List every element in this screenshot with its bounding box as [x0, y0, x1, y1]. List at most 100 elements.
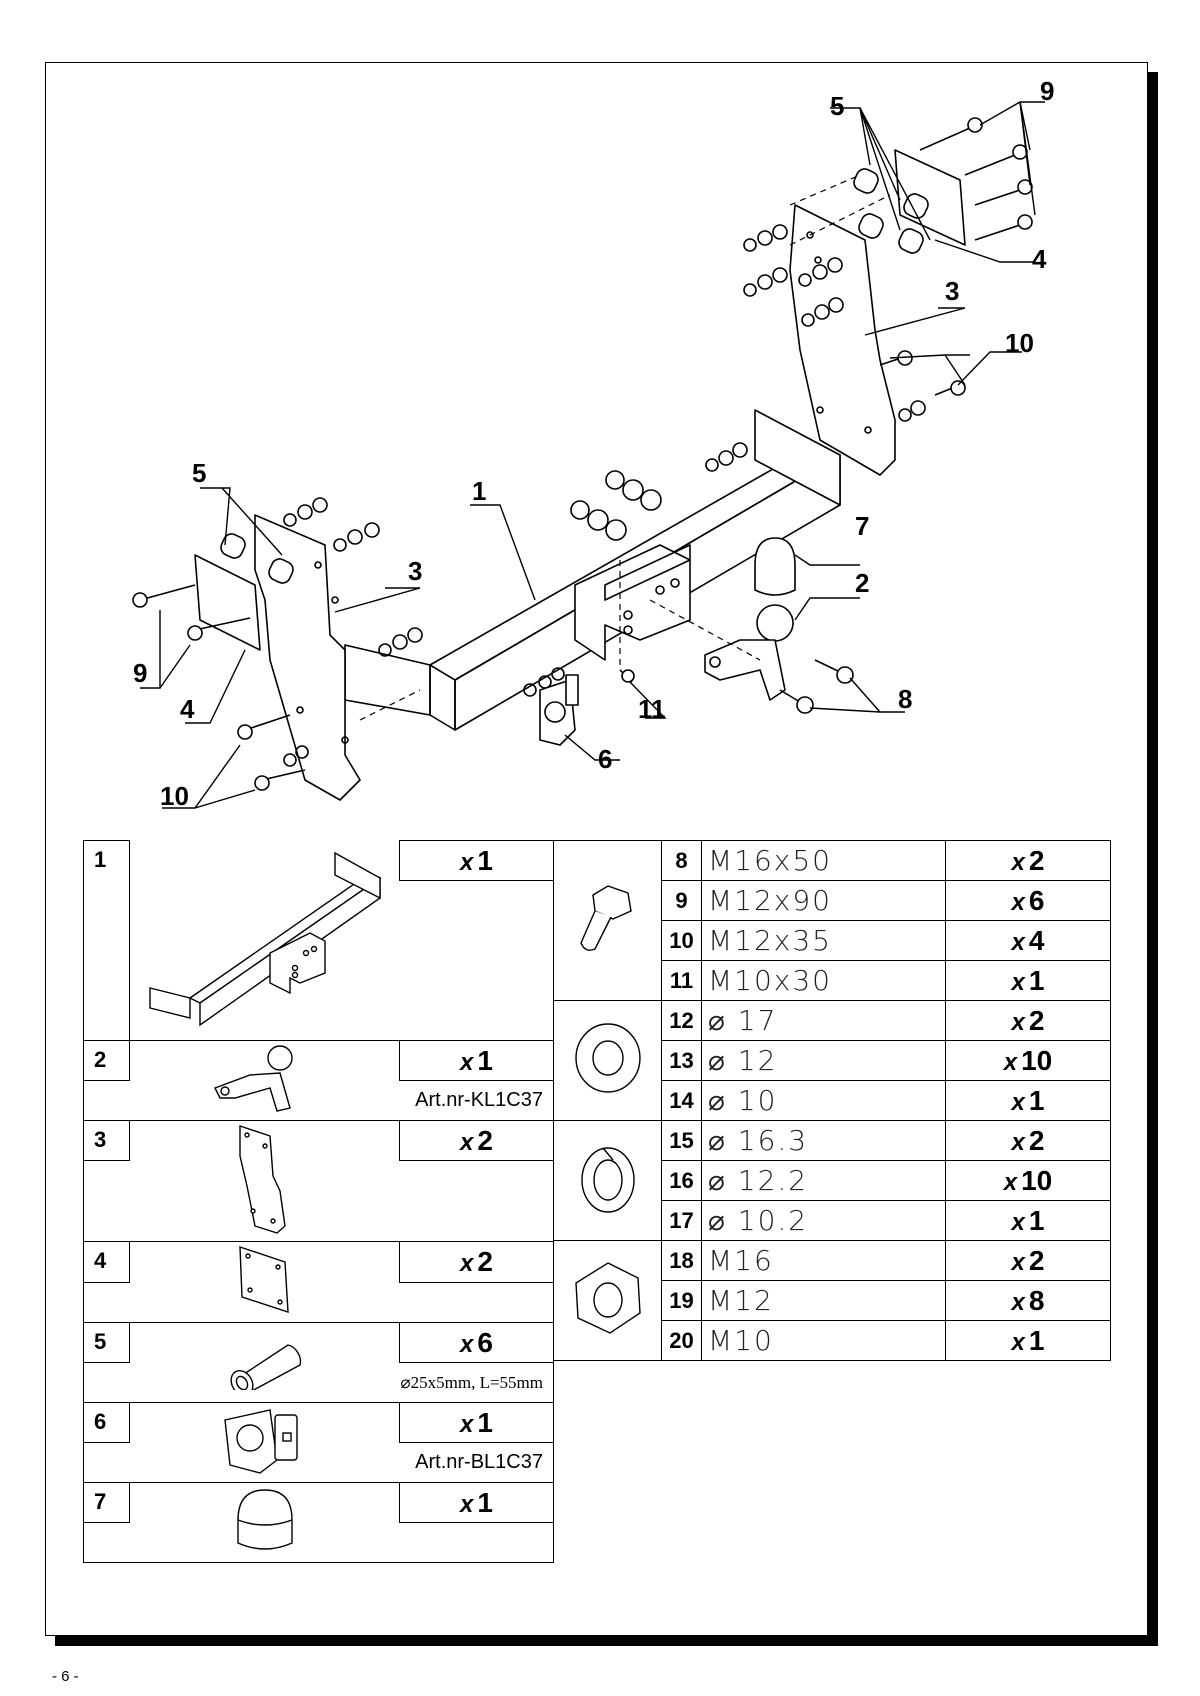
part-number: 11	[661, 960, 702, 1001]
part-group-image	[553, 1000, 662, 1121]
callout-8: 8	[898, 684, 912, 714]
part-number: 19	[661, 1280, 702, 1321]
part-spec: ⌀ 17	[701, 1000, 946, 1041]
socket-plate	[539, 674, 579, 746]
part-number: 3	[83, 1119, 130, 1162]
bolt-icon	[579, 884, 632, 951]
part-group-image	[553, 1240, 662, 1361]
part-number: 2	[83, 1040, 130, 1081]
left-spacers	[220, 533, 294, 584]
callout-10-left: 10	[160, 781, 189, 811]
callout-9-right: 9	[1040, 76, 1054, 106]
part-number: 4	[83, 1241, 130, 1283]
part-spec: ⌀ 10	[701, 1080, 946, 1121]
exploded-assembly-diagram: 1 7 2 3 3 5 5 9 9 4 4 10 10 6 11 8	[132, 76, 1054, 811]
hex-nut-icon	[574, 1262, 641, 1334]
part-number: 12	[661, 1000, 702, 1041]
part-number: 20	[661, 1320, 702, 1361]
callout-10-right: 10	[1005, 328, 1034, 358]
small-plate-icon	[238, 1246, 289, 1313]
part-3-image	[129, 1120, 400, 1242]
part-spec: M10	[701, 1320, 946, 1361]
part-1-image	[129, 840, 400, 1041]
callout-3-right: 3	[945, 276, 959, 306]
center-bracket	[574, 544, 691, 661]
part-number: 6	[83, 1402, 130, 1443]
callout-2: 2	[855, 568, 869, 598]
right-small-plate	[894, 149, 966, 246]
callout-5-left: 5	[192, 458, 206, 488]
part-number: 5	[83, 1322, 130, 1363]
part-spec: ⌀ 12.2	[701, 1160, 946, 1201]
part-spec: M16	[701, 1240, 946, 1281]
spacer-tube-icon	[229, 1344, 301, 1397]
crossbar-icon	[149, 851, 382, 1027]
part-number: 9	[661, 880, 702, 921]
part-number: 7	[83, 1482, 130, 1523]
part-dimensions: ⌀25x5mm, L=55mm	[399, 1362, 554, 1403]
tow-ball	[704, 604, 794, 701]
callout-11: 11	[638, 694, 666, 724]
part-number: 14	[661, 1080, 702, 1121]
callout-1: 1	[472, 476, 486, 506]
part-spec: M12	[701, 1280, 946, 1321]
callout-3-left: 3	[408, 556, 422, 586]
part-number: 1	[83, 840, 130, 1041]
callout-9-left: 9	[133, 658, 147, 688]
page-number: - 6 -	[52, 1668, 79, 1685]
callout-6: 6	[598, 744, 612, 774]
part-number: 16	[661, 1160, 702, 1201]
ball-cap-icon	[236, 1489, 293, 1550]
flat-washer-icon	[574, 1023, 641, 1093]
part-number: 15	[661, 1120, 702, 1161]
part-7-image	[129, 1482, 400, 1563]
callout-5-right: 5	[830, 91, 844, 121]
part-number: 18	[661, 1240, 702, 1281]
part-2-image	[129, 1040, 400, 1121]
part-number: 10	[661, 920, 702, 961]
part-group-image	[553, 1120, 662, 1241]
ball-cap	[754, 537, 796, 596]
part-spec: ⌀ 16.3	[701, 1120, 946, 1161]
nut-washer-stacks	[283, 224, 926, 767]
part-number: 17	[661, 1200, 702, 1241]
right-spacers	[853, 168, 929, 254]
part-spec: ⌀ 10.2	[701, 1200, 946, 1241]
callout-4-right: 4	[1032, 244, 1047, 274]
left-plate	[254, 514, 361, 801]
part-spec: M10x30	[701, 960, 946, 1001]
left-small-plate	[194, 554, 261, 651]
part-5-image	[129, 1322, 400, 1403]
